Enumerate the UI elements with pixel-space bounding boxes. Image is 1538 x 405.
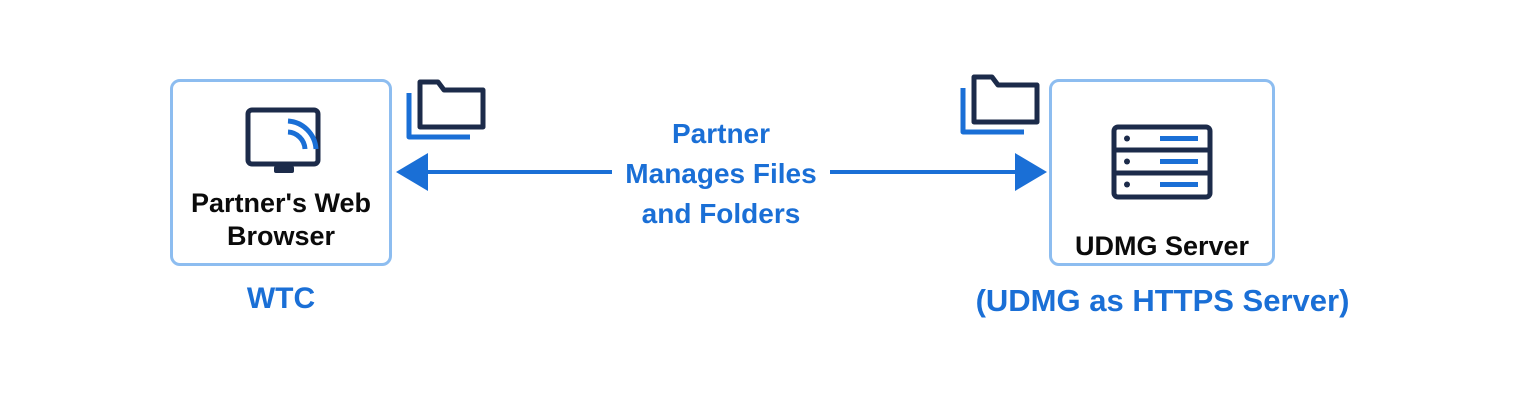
server-rack-icon: [1111, 124, 1213, 200]
connection-label-line: Manages Files: [625, 158, 817, 189]
server-title: UDMG Server: [1074, 231, 1250, 261]
connection-label-line: Partner: [671, 118, 771, 149]
browser-caption: WTC: [246, 282, 316, 315]
browser-node: Partner's Web Browser: [170, 79, 392, 266]
server-caption: (UDMG as HTTPS Server): [975, 283, 1350, 318]
arrowhead-right: [1015, 153, 1047, 191]
connection-label-line: and Folders: [641, 198, 801, 229]
monitor-cast-icon: [245, 107, 321, 173]
folders-icon: [960, 74, 1040, 135]
arrowhead-left: [396, 153, 428, 191]
connection-label: Partner Manages Files and Folders: [590, 114, 852, 234]
browser-title: Partner's Web Browser: [191, 188, 371, 251]
server-node: UDMG Server: [1049, 79, 1275, 266]
folders-icon: [406, 79, 486, 140]
